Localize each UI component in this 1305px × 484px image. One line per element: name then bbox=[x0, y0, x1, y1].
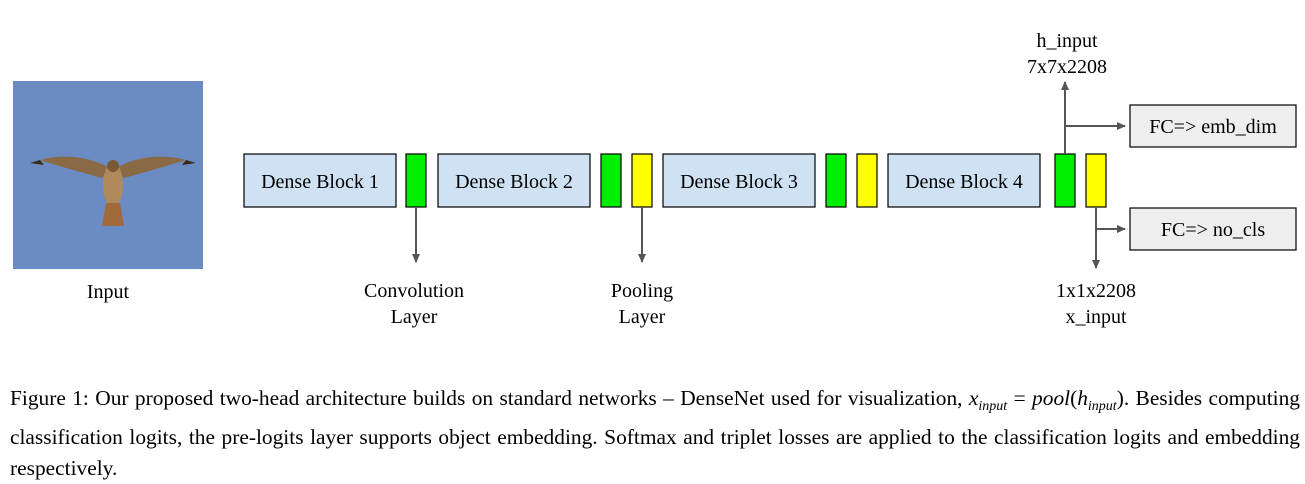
pool-label-line2: Layer bbox=[619, 306, 666, 328]
caption-suffix: . Besides computing classification logit… bbox=[10, 386, 1300, 480]
dense-block-3 bbox=[662, 153, 816, 208]
conv-layer-2 bbox=[600, 153, 622, 208]
dense-block-1-label: Dense Block 1 bbox=[261, 171, 379, 193]
conv-layer-1 bbox=[405, 153, 427, 208]
conv-layer-3 bbox=[825, 153, 847, 208]
x-input-name: x_input bbox=[1065, 306, 1127, 328]
dense-block-1 bbox=[243, 153, 397, 208]
dense-block-4 bbox=[887, 153, 1041, 208]
pool-label-line1: Pooling bbox=[611, 280, 673, 302]
caption-pool: pool bbox=[1032, 386, 1071, 410]
caption-h: h bbox=[1077, 386, 1088, 410]
figure-caption: Figure 1: Our proposed two-head architec… bbox=[10, 386, 1300, 480]
h-input-name: h_input bbox=[1036, 30, 1098, 52]
caption-eq: = bbox=[1013, 386, 1026, 410]
fc-emb-label: FC=> emb_dim bbox=[1149, 116, 1277, 138]
dense-block-3-label: Dense Block 3 bbox=[680, 171, 798, 193]
dense-block-2 bbox=[437, 153, 591, 208]
input-image bbox=[13, 81, 203, 269]
pool-layer-4 bbox=[1085, 153, 1107, 208]
conv-layer-4 bbox=[1054, 153, 1076, 208]
conv-label-line1: Convolution bbox=[364, 280, 464, 302]
pool-layer-3 bbox=[856, 153, 878, 208]
fc-emb-box bbox=[1129, 104, 1297, 148]
hawk-icon bbox=[30, 156, 196, 226]
caption-prefix: Figure 1: Our proposed two-head architec… bbox=[10, 386, 963, 410]
dense-block-4-label: Dense Block 4 bbox=[905, 171, 1023, 193]
caption-h-sub: input bbox=[1087, 399, 1117, 414]
caption-x-sub: input bbox=[978, 399, 1008, 414]
caption-x: x bbox=[968, 386, 979, 410]
pool-layer-2 bbox=[631, 153, 653, 208]
architecture-diagram: Input Dense Block 1 Dense Block 2 Dense … bbox=[13, 30, 1297, 328]
h-input-shape: 7x7x2208 bbox=[1027, 56, 1107, 78]
conv-label-line2: Layer bbox=[391, 306, 438, 328]
fc-cls-label: FC=> no_cls bbox=[1161, 219, 1265, 241]
dense-block-2-label: Dense Block 2 bbox=[455, 171, 573, 193]
fc-cls-box bbox=[1129, 207, 1297, 251]
x-input-shape: 1x1x2208 bbox=[1056, 280, 1136, 302]
input-label: Input bbox=[87, 281, 130, 303]
